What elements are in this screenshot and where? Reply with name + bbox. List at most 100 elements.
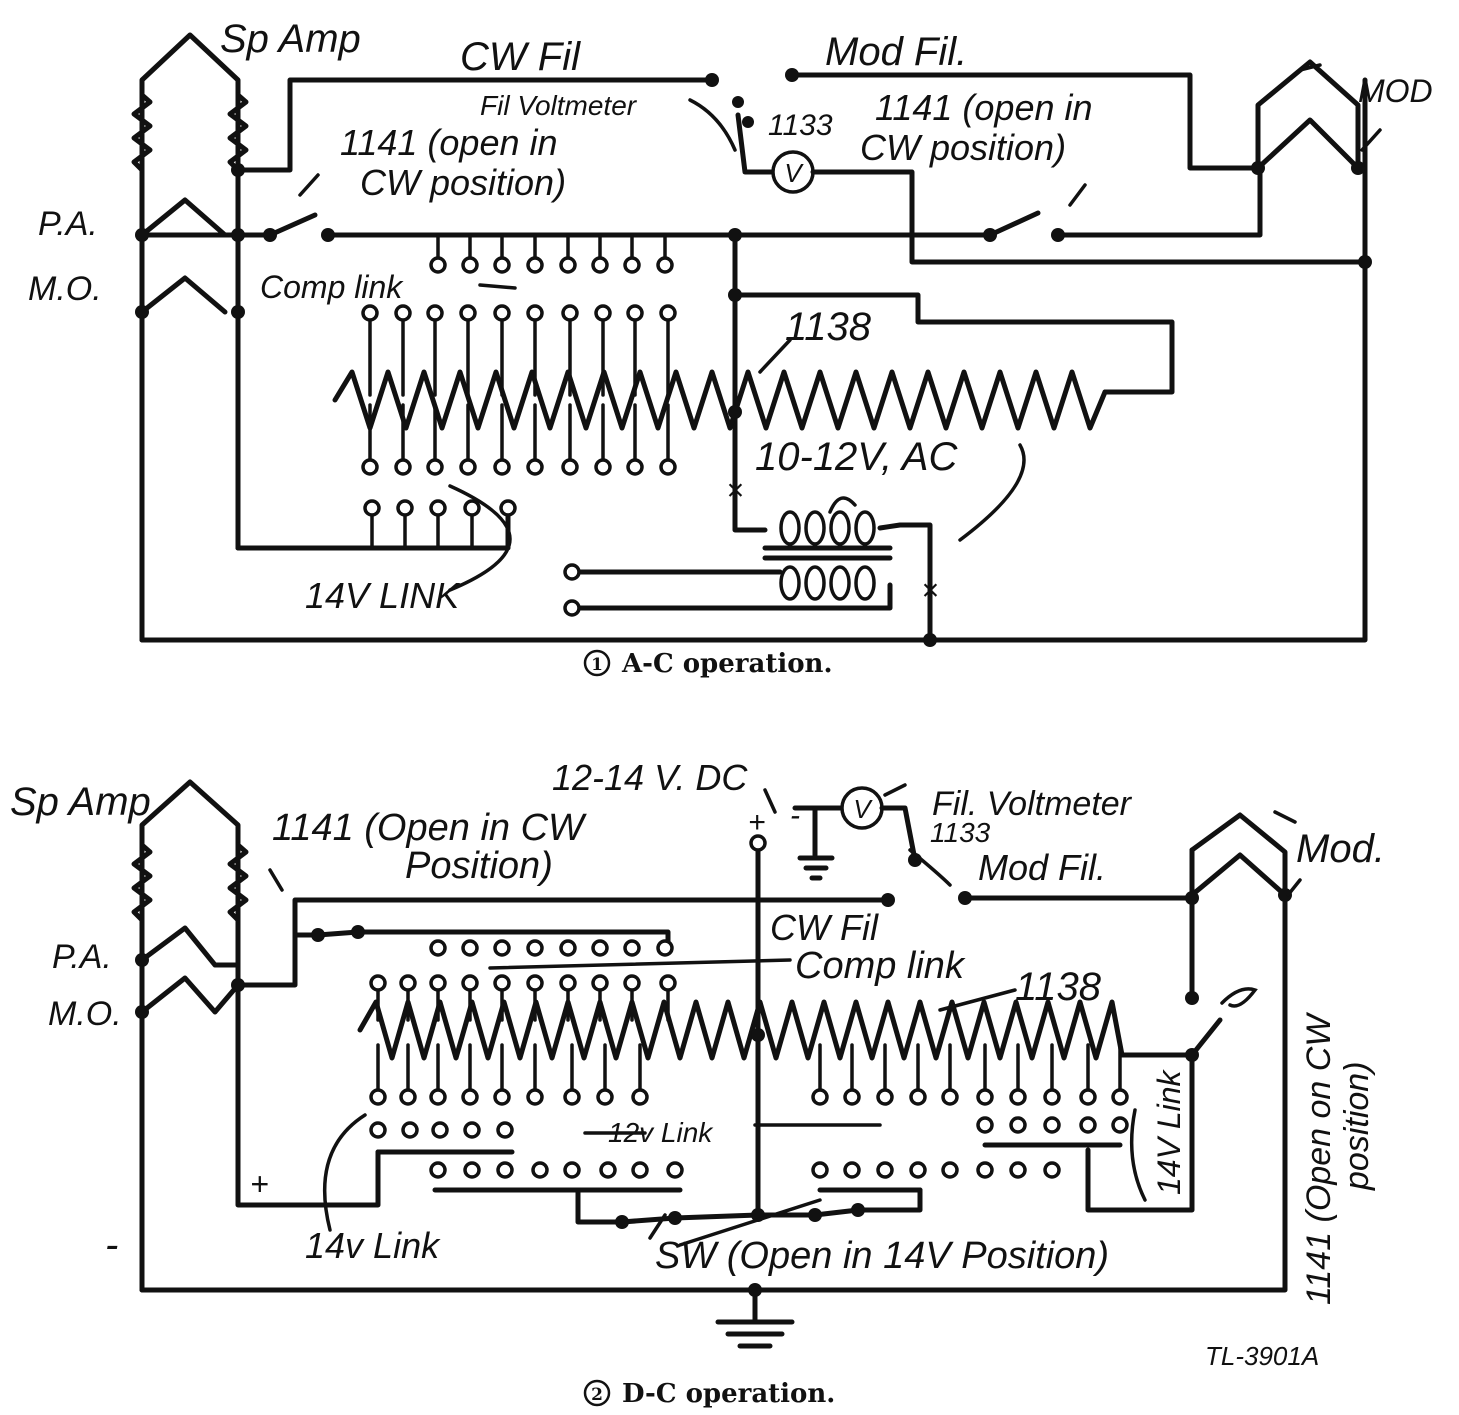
upper-tap-terminal[interactable] [594,304,612,322]
upper-tap-terminal-dc[interactable] [461,974,479,992]
lower-tap-terminal-dc[interactable] [369,1088,387,1106]
link14-terminal[interactable] [499,499,517,517]
lower-tap-terminal-dc[interactable] [526,1088,544,1106]
link14-terminal-dc[interactable] [463,1121,481,1139]
lower-tap-terminal-dc[interactable] [976,1088,994,1106]
upper-tap-terminal-dc[interactable] [591,974,609,992]
comp-link-terminal[interactable] [461,256,479,274]
link14-terminal-dc[interactable] [431,1121,449,1139]
lower-tap-terminal[interactable] [659,458,677,476]
link12-right-terminal-dc[interactable] [1043,1161,1061,1179]
upper-tap-terminal-dc[interactable] [429,974,447,992]
comp-link-terminal[interactable] [623,256,641,274]
upper-tap-terminal[interactable] [626,304,644,322]
lower-tap-terminal-dc[interactable] [876,1088,894,1106]
link14-terminal-dc[interactable] [369,1121,387,1139]
link14-right-terminal-dc[interactable] [1111,1116,1129,1134]
link12-right-terminal-dc[interactable] [1009,1161,1027,1179]
upper-tap-terminal-dc[interactable] [493,974,511,992]
lower-tap-terminal[interactable] [426,458,444,476]
link12-right-terminal-dc[interactable] [876,1161,894,1179]
lower-tap-terminal-dc[interactable] [596,1088,614,1106]
link14-right-terminal-dc[interactable] [976,1116,994,1134]
upper-tap-terminal[interactable] [526,304,544,322]
upper-tap-terminal[interactable] [561,304,579,322]
lower-tap-terminal-dc[interactable] [1009,1088,1027,1106]
lower-tap-terminal[interactable] [594,458,612,476]
upper-tap-terminal-dc[interactable] [559,974,577,992]
comp-link-terminal-dc[interactable] [526,939,544,957]
comp-link-terminal-dc[interactable] [461,939,479,957]
upper-tap-terminal-dc[interactable] [659,974,677,992]
comp-link-terminal[interactable] [429,256,447,274]
comp-link-terminal-dc[interactable] [656,939,674,957]
upper-tap-terminal-dc[interactable] [399,974,417,992]
link14-right-terminal-dc[interactable] [1009,1116,1027,1134]
lower-tap-terminal-dc[interactable] [1111,1088,1129,1106]
lower-tap-terminal[interactable] [561,458,579,476]
upper-tap-terminal[interactable] [459,304,477,322]
comp-link-terminal[interactable] [493,256,511,274]
lower-tap-terminal[interactable] [493,458,511,476]
label-mod-dc: Mod. [1296,827,1385,871]
lower-tap-terminal-dc[interactable] [493,1088,511,1106]
lower-tap-terminal-dc[interactable] [399,1088,417,1106]
comp-link-terminal-dc[interactable] [559,939,577,957]
link14-terminal[interactable] [396,499,414,517]
link12-terminal-dc[interactable] [666,1161,684,1179]
link12-right-terminal-dc[interactable] [909,1161,927,1179]
link14-right-terminal-dc[interactable] [1043,1116,1061,1134]
lower-tap-terminal[interactable] [459,458,477,476]
lower-tap-terminal-dc[interactable] [461,1088,479,1106]
link12-right-terminal-dc[interactable] [941,1161,959,1179]
upper-tap-terminal[interactable] [493,304,511,322]
sw-left-blade-dc [619,1215,678,1225]
link14-terminal[interactable] [429,499,447,517]
upper-tap-terminal-dc[interactable] [369,974,387,992]
upper-tap-terminal[interactable] [659,304,677,322]
link14-terminal-dc[interactable] [496,1121,514,1139]
link12-terminal-dc[interactable] [563,1161,581,1179]
upper-tap-terminal[interactable] [394,304,412,322]
lower-tap-terminal[interactable] [526,458,544,476]
comp-link-terminal-dc[interactable] [591,939,609,957]
lower-tap-terminal-dc[interactable] [843,1088,861,1106]
link12-terminal-dc[interactable] [463,1161,481,1179]
comp-link-terminal-dc[interactable] [623,939,641,957]
lower-tap-terminal[interactable] [626,458,644,476]
link12-terminal-dc[interactable] [496,1161,514,1179]
lower-tap-terminal[interactable] [394,458,412,476]
upper-tap-terminal-dc[interactable] [623,974,641,992]
link12-terminal-dc[interactable] [631,1161,649,1179]
lower-tap-terminal-dc[interactable] [1079,1088,1097,1106]
link14-terminal-dc[interactable] [401,1121,419,1139]
lower-tap-terminal-dc[interactable] [1043,1088,1061,1106]
upper-tap-terminal-dc[interactable] [526,974,544,992]
link12-terminal-dc[interactable] [531,1161,549,1179]
lower-tap-terminal-dc[interactable] [811,1088,829,1106]
lower-tap-terminal-dc[interactable] [941,1088,959,1106]
comp-link-terminal-dc[interactable] [429,939,447,957]
link12-right-terminal-dc[interactable] [811,1161,829,1179]
label-1141-right-line1: 1141 (open in [875,87,1093,128]
link12-terminal-dc[interactable] [599,1161,617,1179]
link14-right-terminal-dc[interactable] [1079,1116,1097,1134]
link14-terminal[interactable] [363,499,381,517]
comp-link-terminal[interactable] [526,256,544,274]
comp-link-terminal-dc[interactable] [493,939,511,957]
comp-link-terminal[interactable] [656,256,674,274]
link14-terminal[interactable] [463,499,481,517]
resistor-1138-zigzag [332,369,1108,431]
comp-link-terminal[interactable] [559,256,577,274]
lower-tap-terminal-dc[interactable] [909,1088,927,1106]
upper-tap-terminal[interactable] [426,304,444,322]
link12-right-terminal-dc[interactable] [976,1161,994,1179]
comp-link-terminal[interactable] [591,256,609,274]
lower-tap-terminal[interactable] [361,458,379,476]
upper-tap-terminal[interactable] [361,304,379,322]
lower-tap-terminal-dc[interactable] [429,1088,447,1106]
link12-right-terminal-dc[interactable] [843,1161,861,1179]
link12-terminal-dc[interactable] [429,1161,447,1179]
lower-tap-terminal-dc[interactable] [563,1088,581,1106]
lower-tap-terminal-dc[interactable] [631,1088,649,1106]
